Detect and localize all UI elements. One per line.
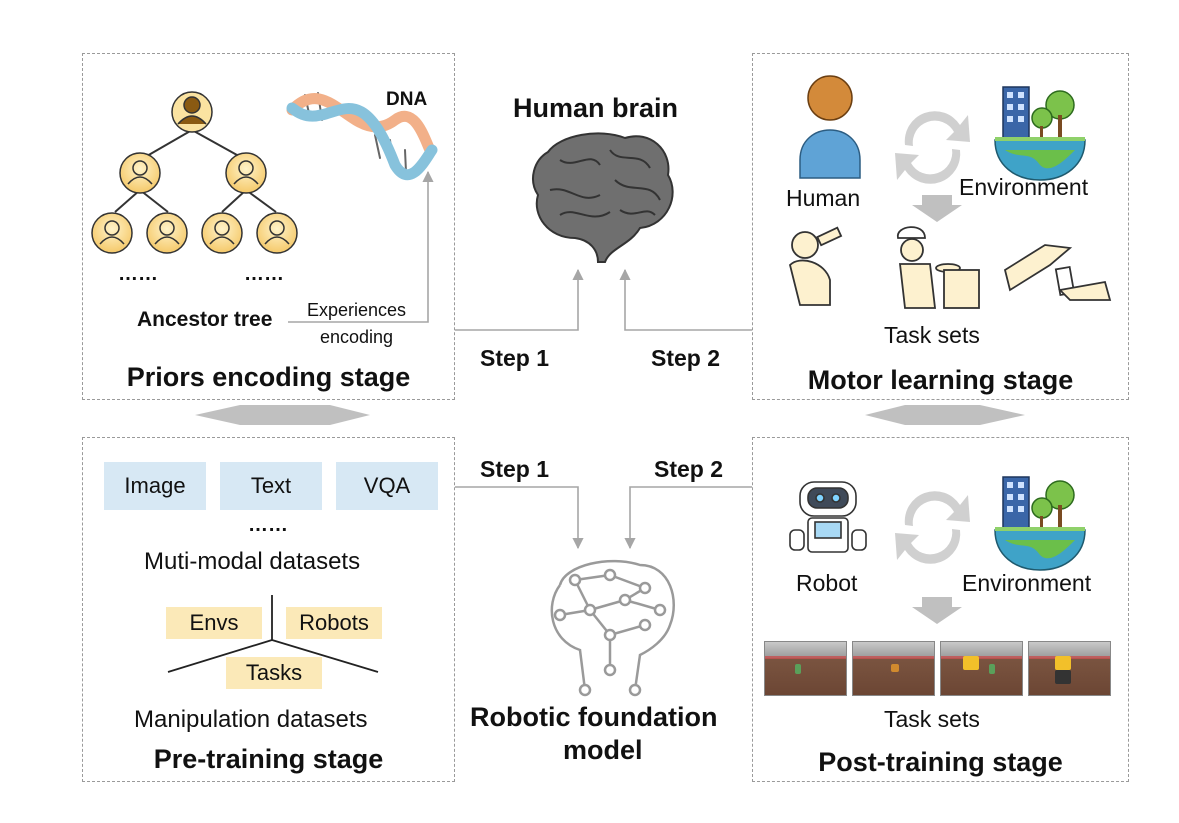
robotic-foundation-title: Robotic foundation bbox=[470, 702, 718, 732]
top-step2-label: Step 2 bbox=[651, 345, 721, 371]
environment-icon-top bbox=[994, 86, 1086, 181]
human-label: Human bbox=[786, 185, 861, 211]
down-arrow-bottom bbox=[912, 597, 962, 624]
human-icon bbox=[799, 75, 861, 179]
chip-vqa: VQA bbox=[336, 462, 438, 510]
encoding-label: encoding bbox=[320, 327, 394, 347]
dna-label: DNA bbox=[386, 89, 428, 110]
chip-envs: Envs bbox=[166, 607, 262, 639]
human-brain-icon bbox=[532, 132, 674, 263]
chip-robots: Robots bbox=[286, 607, 382, 639]
robot-icon bbox=[789, 481, 867, 553]
environment-label-top: Environment bbox=[959, 174, 1089, 200]
pre-training-panel bbox=[82, 437, 455, 782]
task-photo-3 bbox=[940, 641, 1023, 696]
top-step1-arrow bbox=[455, 268, 584, 331]
cycle-icon-top bbox=[895, 111, 970, 184]
dataset-branch-lines bbox=[167, 595, 379, 673]
task-icon-handover bbox=[1003, 244, 1112, 301]
ancestor-tree-label: Ancestor tree bbox=[137, 308, 273, 331]
chip-image: Image bbox=[104, 462, 206, 510]
left-double-arrow bbox=[195, 405, 370, 425]
ancestor-people bbox=[91, 91, 298, 254]
experiences-label: Experiences bbox=[307, 300, 407, 320]
environment-label-bottom: Environment bbox=[962, 570, 1092, 596]
task-sets-label-top: Task sets bbox=[884, 322, 980, 348]
post-training-stage-title: Post-training stage bbox=[818, 747, 1063, 777]
bottom-step2-label: Step 2 bbox=[654, 456, 724, 482]
bottom-step2-arrow bbox=[624, 486, 752, 550]
multimodal-ellipsis: …… bbox=[248, 514, 288, 536]
bottom-step1-label: Step 1 bbox=[480, 456, 550, 482]
environment-icon-bottom bbox=[994, 476, 1086, 571]
robotic-foundation-title-model: model bbox=[563, 735, 643, 765]
priors-encoding-stage-title: Priors encoding stage bbox=[126, 362, 411, 392]
manipulation-datasets-label: Manipulation datasets bbox=[134, 706, 368, 733]
motor-learning-panel bbox=[752, 53, 1129, 400]
task-photo-2 bbox=[852, 641, 935, 696]
ellipsis-left: …… bbox=[118, 263, 158, 285]
priors-encoding-panel bbox=[82, 53, 455, 400]
task-icon-cooking bbox=[897, 226, 980, 309]
down-arrow-top bbox=[912, 195, 962, 222]
cycle-icon-bottom bbox=[895, 491, 970, 564]
experiences-encoding-arrow bbox=[288, 170, 434, 323]
right-double-arrow bbox=[865, 405, 1025, 425]
neural-network-icon bbox=[550, 559, 675, 697]
bottom-step1-arrow bbox=[455, 486, 584, 550]
chip-tasks: Tasks bbox=[226, 657, 322, 689]
task-photo-4 bbox=[1028, 641, 1111, 696]
ellipsis-right: …… bbox=[244, 263, 284, 285]
dna-icon bbox=[286, 92, 438, 180]
human-brain-title: Human brain bbox=[513, 93, 679, 123]
task-photo-1 bbox=[764, 641, 847, 696]
robot-label: Robot bbox=[796, 570, 858, 596]
top-step1-label: Step 1 bbox=[480, 345, 550, 371]
multimodal-datasets-label: Muti-modal datasets bbox=[144, 548, 361, 575]
motor-learning-stage-title: Motor learning stage bbox=[807, 365, 1074, 395]
chip-text: Text bbox=[220, 462, 322, 510]
task-icon-drinking bbox=[789, 226, 843, 306]
task-sets-label-bottom: Task sets bbox=[884, 706, 980, 732]
post-training-panel bbox=[752, 437, 1129, 782]
top-step2-arrow bbox=[619, 268, 752, 331]
pre-training-stage-title: Pre-training stage bbox=[153, 744, 384, 774]
